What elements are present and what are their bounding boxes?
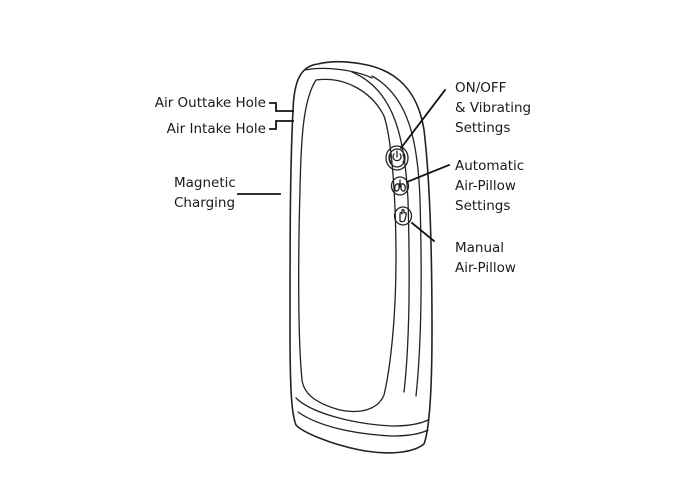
device-bottom-band	[295, 397, 429, 427]
label-air-outtake-hole: Air Outtake Hole	[155, 93, 266, 113]
label-line: & Vibrating	[455, 100, 532, 116]
label-on-off-vibrating: ON/OFF & Vibrating Settings	[455, 78, 531, 138]
label-text: Air Intake Hole	[166, 121, 266, 137]
power-button[interactable]	[385, 145, 409, 171]
device-top-cap	[304, 67, 373, 79]
label-line: Air-Pillow	[455, 178, 516, 194]
device-side-seam-2	[371, 75, 422, 397]
leader-on-off	[399, 88, 447, 150]
label-line: Magnetic	[174, 175, 236, 191]
hand-icon	[399, 208, 407, 223]
label-line: Settings	[455, 120, 511, 136]
label-line: Manual	[455, 240, 505, 256]
leader-automatic	[405, 163, 451, 184]
label-text: Air Outtake Hole	[154, 95, 266, 111]
label-magnetic-charging: Magnetic Charging	[174, 173, 236, 213]
manual-air-pillow-button[interactable]	[393, 206, 413, 226]
lungs-icon	[394, 179, 406, 192]
label-automatic-air-pillow: Automatic Air-Pillow Settings	[455, 156, 524, 216]
leader-manual	[410, 221, 436, 243]
leader-air-intake	[269, 120, 294, 130]
label-manual-air-pillow: Manual Air-Pillow	[455, 238, 516, 278]
label-line: Settings	[455, 198, 511, 214]
power-vibration-icon	[388, 150, 406, 163]
auto-air-pillow-button[interactable]	[390, 176, 410, 196]
device-body-outline	[289, 60, 433, 454]
label-line: Charging	[174, 195, 236, 211]
leader-air-outtake	[269, 102, 294, 112]
label-air-intake-hole: Air Intake Hole	[167, 119, 266, 139]
device-front-panel	[298, 78, 397, 413]
device-bottom-band-lower	[297, 411, 429, 437]
label-line: Automatic	[455, 158, 525, 174]
label-line: Air-Pillow	[455, 260, 516, 276]
device-side-seam-1	[351, 71, 410, 393]
label-line: ON/OFF	[455, 80, 507, 96]
